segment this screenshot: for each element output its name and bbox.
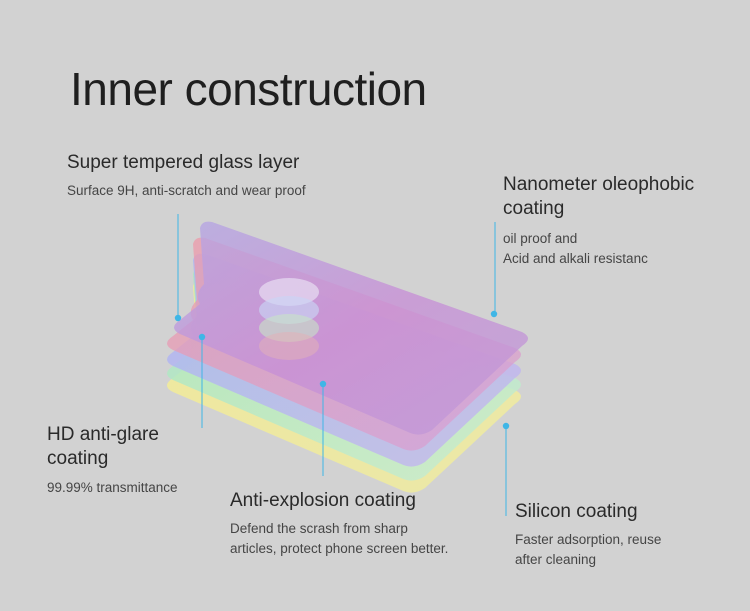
leader-silicon — [502, 422, 510, 516]
callout-heading: Super tempered glass layer — [67, 152, 300, 173]
leader-explosion — [319, 380, 327, 476]
callout-heading-line: coating — [503, 198, 565, 219]
callout-heading: Silicon coating — [515, 501, 638, 522]
callout-description: 99.99% transmittance — [47, 480, 178, 495]
leader-glass — [174, 214, 182, 322]
leader-nano — [490, 222, 498, 318]
callout-description: after cleaning — [515, 552, 597, 567]
callout-description: Acid and alkali resistanc — [503, 251, 648, 266]
callout-silicon: Silicon coating Faster adsorption, reuse… — [515, 500, 661, 570]
camera-cutouts — [259, 278, 319, 360]
callout-description: Defend the scrash from sharp — [230, 521, 408, 536]
leader-hd — [198, 333, 206, 428]
callout-hd-anti-glare: HD anti-glare coating 99.99% transmittan… — [47, 423, 178, 498]
callout-description: Surface 9H, anti-scratch and wear proof — [67, 183, 306, 198]
page-title: Inner construction — [70, 63, 427, 115]
callout-description: articles, protect phone screen better. — [230, 541, 449, 556]
callout-nanometer-oleophobic: Nanometer oleophobic coating oil proof a… — [503, 173, 694, 269]
callout-heading-line: coating — [47, 448, 109, 469]
callout-heading-line: Nanometer oleophobic — [503, 174, 695, 195]
callout-heading: Anti-explosion coating — [230, 490, 416, 511]
callout-description: oil proof and — [503, 231, 578, 246]
callout-anti-explosion: Anti-explosion coating Defend the scrash… — [230, 489, 448, 559]
callout-tempered-glass: Super tempered glass layer Surface 9H, a… — [67, 151, 306, 201]
callout-description: Faster adsorption, reuse — [515, 532, 662, 547]
callout-heading-line: HD anti-glare — [47, 424, 159, 445]
